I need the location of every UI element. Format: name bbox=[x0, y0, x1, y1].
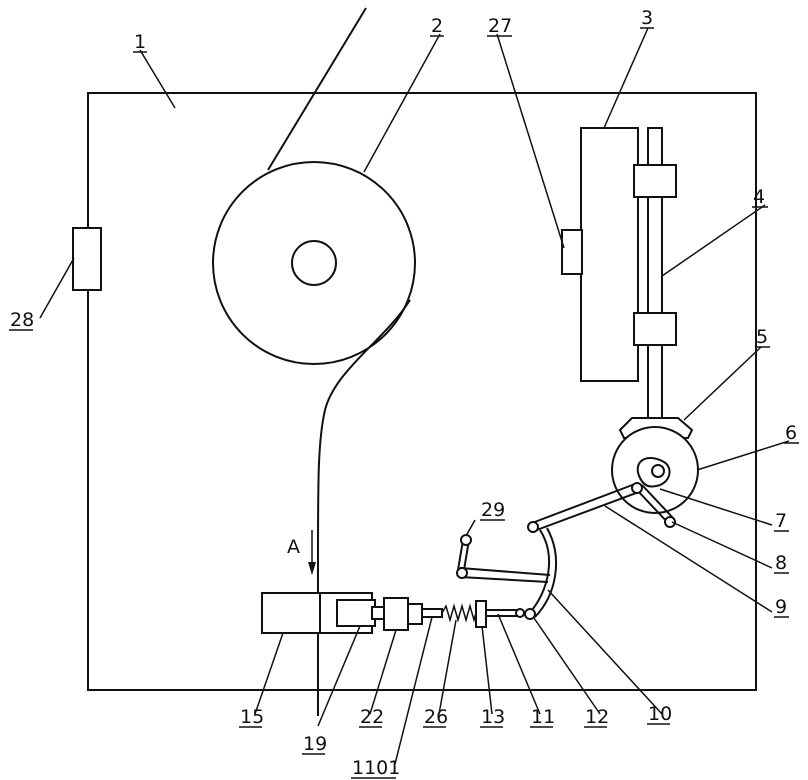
label-6: 6 bbox=[785, 422, 797, 444]
collar-22-cap bbox=[408, 604, 422, 624]
block-27 bbox=[562, 230, 582, 274]
rod-11 bbox=[486, 610, 518, 616]
slider-lower bbox=[634, 313, 676, 345]
label-5: 5 bbox=[756, 326, 768, 348]
reference-labels: 1 2 3 27 4 5 6 7 8 9 10 12 11 13 26 22 1… bbox=[9, 7, 799, 779]
guide-box-3 bbox=[581, 128, 638, 381]
label-10: 10 bbox=[648, 703, 672, 725]
label-19: 19 bbox=[303, 733, 327, 755]
label-11: 11 bbox=[531, 706, 555, 728]
label-1101: 1101 bbox=[352, 757, 400, 779]
lever-arm-b bbox=[460, 577, 548, 582]
label-26: 26 bbox=[424, 706, 448, 728]
label-12: 12 bbox=[585, 706, 609, 728]
leader-lines bbox=[40, 28, 789, 764]
block-15 bbox=[262, 593, 320, 633]
connecting-rod-9b bbox=[534, 492, 639, 531]
direction-arrowhead bbox=[308, 562, 316, 575]
lever-pivot-29 bbox=[461, 535, 471, 545]
label-3: 3 bbox=[641, 7, 653, 29]
label-29: 29 bbox=[481, 499, 505, 521]
label-28: 28 bbox=[10, 309, 34, 331]
cam-pin bbox=[652, 465, 664, 477]
slider-upper bbox=[634, 165, 676, 197]
label-1: 1 bbox=[134, 31, 146, 53]
belt-upper-line bbox=[268, 8, 366, 170]
label-27: 27 bbox=[488, 15, 512, 37]
roll-hub bbox=[292, 241, 336, 285]
stop-13 bbox=[476, 601, 486, 627]
piston-19 bbox=[337, 600, 375, 626]
side-block-28 bbox=[73, 228, 101, 290]
label-8: 8 bbox=[775, 552, 787, 574]
spring-26 bbox=[442, 606, 476, 620]
label-2: 2 bbox=[431, 15, 443, 37]
label-7: 7 bbox=[775, 510, 787, 532]
rod-pivot-left bbox=[528, 522, 538, 532]
label-13: 13 bbox=[481, 706, 505, 728]
rod-pivot-top bbox=[632, 483, 642, 493]
direction-label: A bbox=[287, 536, 300, 558]
rod-11-end bbox=[516, 609, 524, 617]
connecting-rod-9 bbox=[532, 484, 635, 523]
collar-22 bbox=[384, 598, 408, 630]
label-22: 22 bbox=[360, 706, 384, 728]
pivot-12 bbox=[525, 609, 535, 619]
label-4: 4 bbox=[753, 186, 765, 208]
lever-arm bbox=[460, 568, 550, 575]
label-15: 15 bbox=[240, 706, 264, 728]
lever-pivot-low bbox=[457, 568, 467, 578]
label-9: 9 bbox=[775, 596, 787, 618]
rod-1101 bbox=[422, 609, 442, 617]
piston-rod bbox=[372, 607, 384, 619]
